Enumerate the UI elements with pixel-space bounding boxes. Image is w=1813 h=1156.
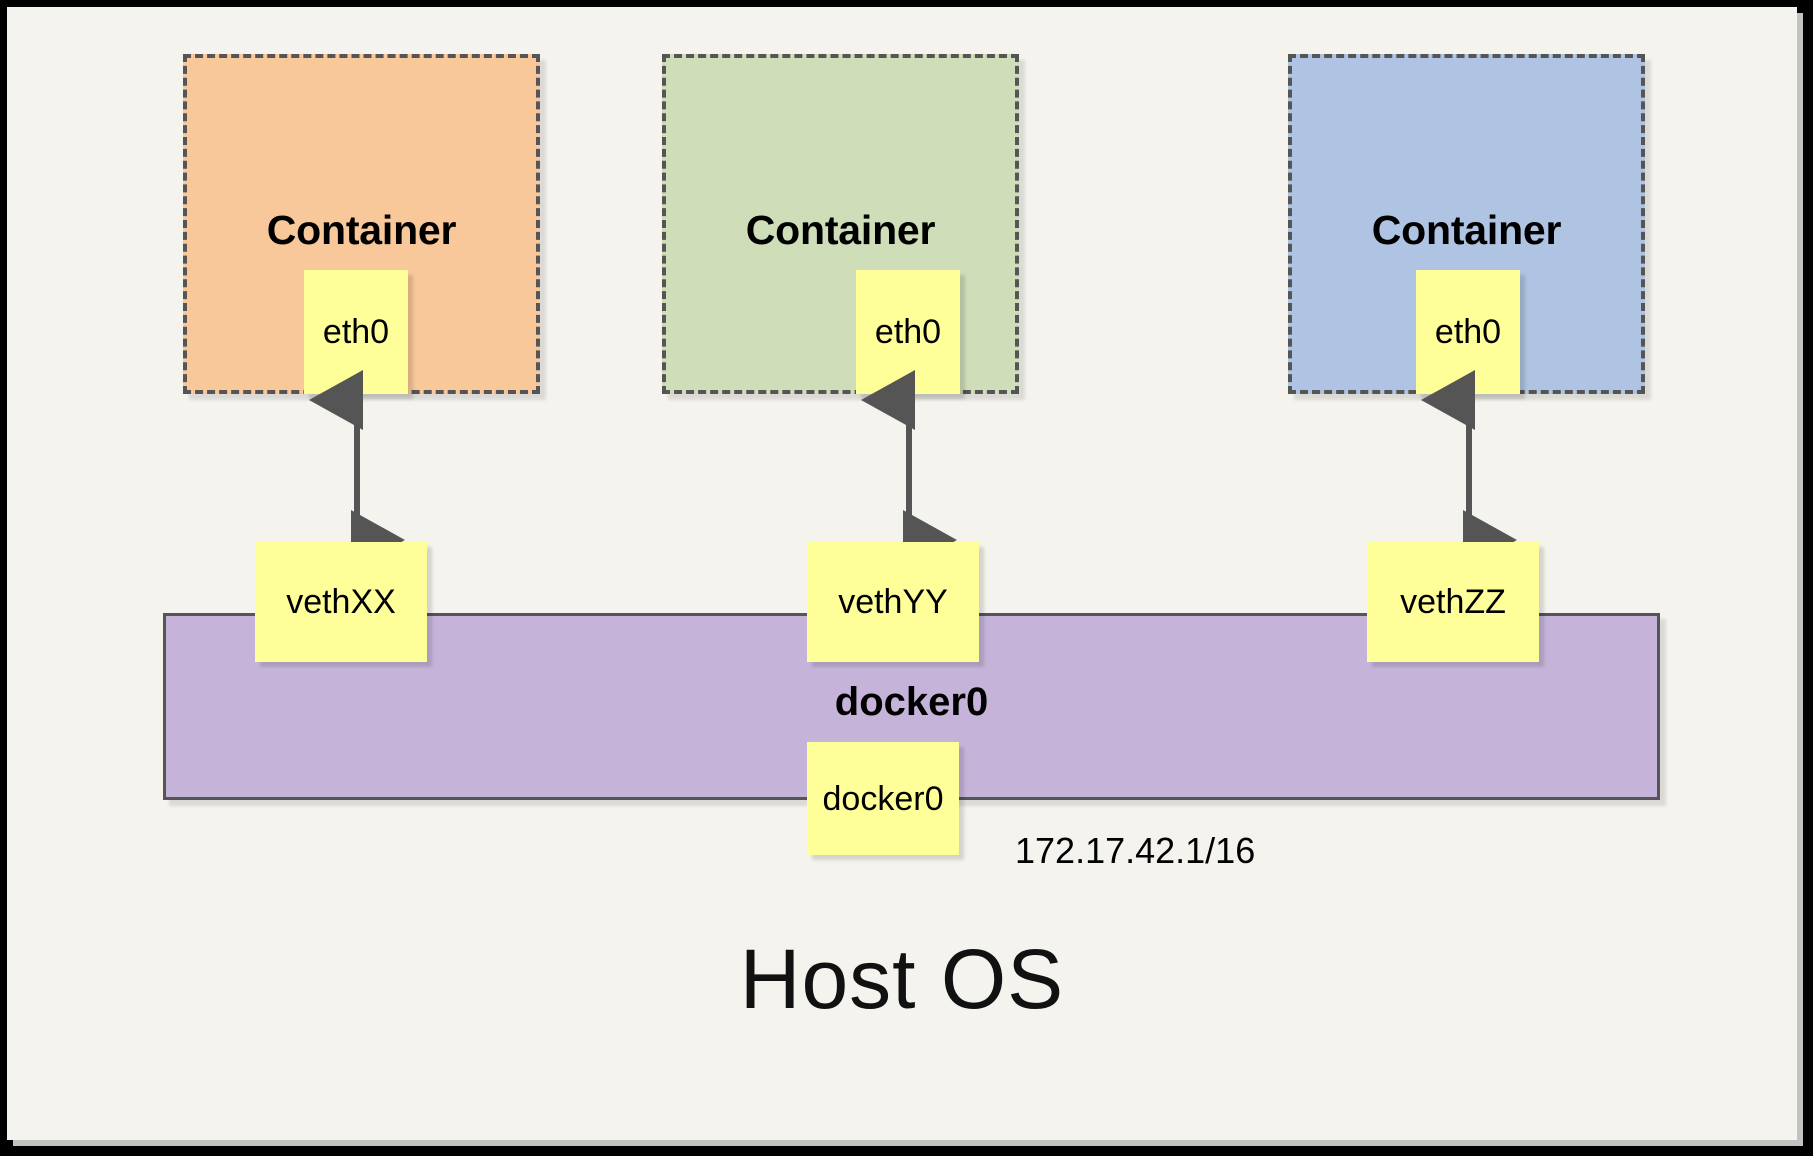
veth-box-3[interactable]: vethZZ: [1367, 542, 1539, 662]
link-arrow-1: [309, 370, 405, 570]
container-eth0-3[interactable]: eth0: [1416, 270, 1520, 394]
container-box-2[interactable]: Container: [662, 54, 1019, 394]
container-eth0-2[interactable]: eth0: [856, 270, 960, 394]
veth-box-2[interactable]: vethYY: [807, 542, 979, 662]
docker0-interface-box[interactable]: docker0: [807, 742, 959, 855]
veth-box-1[interactable]: vethXX: [255, 542, 427, 662]
container-title-2: Container: [745, 207, 936, 253]
container-eth0-label-2: eth0: [874, 313, 942, 351]
container-eth0-label-1: eth0: [322, 313, 390, 351]
container-title-3: Container: [1371, 207, 1562, 253]
diagram-canvas: Container eth0 Container eth0 Container …: [7, 7, 1797, 1140]
link-arrow-3: [1421, 370, 1517, 570]
link-arrow-2: [861, 370, 957, 570]
docker0-interface-label: docker0: [822, 779, 944, 818]
docker0-bridge-label: docker0: [834, 680, 989, 724]
veth-label-1: vethXX: [286, 583, 396, 621]
veth-label-3: vethZZ: [1400, 583, 1506, 621]
host-os-label: Host OS: [739, 932, 1065, 1026]
container-eth0-1[interactable]: eth0: [304, 270, 408, 394]
container-eth0-label-3: eth0: [1434, 313, 1502, 351]
veth-label-2: vethYY: [838, 583, 948, 621]
container-title-1: Container: [266, 207, 457, 253]
bridge-ip-address: 172.17.42.1/16: [1015, 830, 1256, 871]
